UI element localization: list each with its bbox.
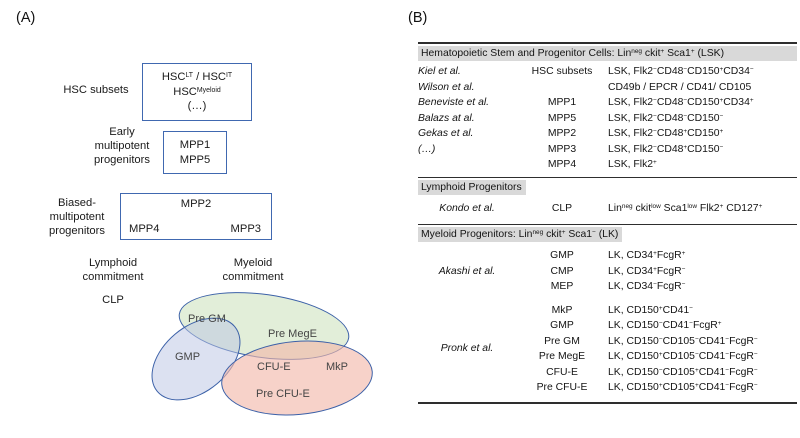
cell-type: Pre GM: [544, 335, 580, 347]
marker-phenotype: LSK, Flk2−CD48+CD150−: [608, 143, 724, 155]
group-pronk: Pronk et al. MkP LK, CD150+CD41− GMP LK,…: [418, 295, 797, 402]
myeloid-commitment-label: Myeloid commitment: [222, 257, 284, 283]
table-row: MPP3 LSK, Flk2−CD48+CD150−: [516, 142, 797, 158]
cell-type: CLP: [551, 202, 573, 214]
table-row: Pre GM LK, CD150−CD105−CD41−FcgR−: [516, 334, 797, 350]
marker-phenotype: LSK, Flk2−CD48−CD150−: [608, 112, 724, 124]
cell-type: MPP3: [547, 143, 577, 155]
marker-phenotype: LK, CD150+CD105+CD41−FcgR−: [608, 382, 758, 393]
table-row: MkP LK, CD150+CD41−: [516, 303, 797, 319]
clp-label: CLP: [102, 294, 124, 306]
panel-a-diagram: (A) HSC subsets HSCLT / HSCIT HSCMyeloid…: [16, 10, 376, 422]
table-row: MPP1 LSK, Flk2−CD48−CD150+CD34+: [516, 95, 797, 111]
table-bottom-rule: [418, 401, 797, 404]
reference: Akashi et al.: [438, 265, 496, 277]
marker-phenotype: LSK, Flk2+: [608, 159, 657, 170]
marker-phenotype: LSK, Flk2−CD48+CD150+: [608, 128, 724, 139]
section-hspc: Kiel et al. Wilson et al. Beneviste et a…: [418, 61, 797, 173]
marker-phenotype: LK, CD34+FcgR+: [608, 250, 686, 261]
marker-phenotype: LK, CD150−CD41−FcgR+: [608, 320, 722, 331]
early-mpp-box: MPP1 MPP5: [163, 131, 227, 174]
table-row: MPP4 LSK, Flk2+: [516, 157, 797, 173]
cell-type: CFU-E: [546, 366, 578, 378]
mpp4-label: MPP4: [129, 223, 160, 235]
marker-phenotype: LK, CD34+FcgR−: [608, 265, 686, 277]
cell-type: CMP: [550, 265, 574, 277]
section-divider: [418, 224, 797, 225]
cell-type: MPP1: [547, 97, 577, 108]
references-hspc: Kiel et al. Wilson et al. Beneviste et a…: [418, 64, 516, 173]
hsc-box-line2: HSCMyeloid: [173, 85, 221, 98]
table-row: HSC subsets LSK, Flk2−CD48−CD150+CD34− C…: [516, 64, 797, 95]
reference: Balazs at al.: [418, 112, 475, 124]
pre-cfu-e-label: Pre CFU-E: [256, 388, 310, 400]
table-row: GMP LK, CD150−CD41−FcgR+: [516, 318, 797, 334]
mpp2-label: MPP2: [180, 198, 212, 210]
panel-a-label: (A): [16, 10, 36, 26]
table-row: MEP LK, CD34−FcgR−: [516, 279, 797, 295]
table-row: MPP2 LSK, Flk2−CD48+CD150+: [516, 126, 797, 142]
table-row: CMP LK, CD34+FcgR−: [516, 264, 797, 280]
marker-phenotype: LSK, Flk2−CD48−CD150+CD34+: [608, 97, 754, 108]
group-akashi: Akashi et al. GMP LK, CD34+FcgR+ CMP LK,…: [418, 242, 797, 295]
cell-type: Pre MegE: [538, 351, 586, 362]
cell-type: MPP2: [547, 128, 577, 139]
cell-type: GMP: [550, 320, 574, 331]
reference: Wilson et al.: [418, 81, 475, 93]
table-row: CLP Linneg ckitlow Sca1low Flk2+ CD127+: [516, 201, 797, 217]
table-row: CFU-E LK, CD150−CD105+CD41−FcgR−: [516, 365, 797, 381]
lymphoid-commitment-label: Lymphoid commitment: [82, 257, 144, 283]
marker-phenotype: LK, CD150+CD41−: [608, 304, 693, 316]
early-mpp-label: Early multipotent progenitors: [94, 126, 150, 166]
hsc-box-line3: (…): [187, 100, 207, 113]
biased-mpp-box: MPP2 MPP4 MPP3: [120, 193, 272, 240]
section-header-lymphoid: Lymphoid Progenitors: [418, 179, 526, 195]
cell-type: HSC subsets: [531, 66, 593, 77]
section-header-myeloid: Myeloid Progenitors: Linneg ckit+ Sca1− …: [418, 227, 623, 242]
cell-type: Pre CFU-E: [536, 382, 588, 393]
reference: Pronk et al.: [440, 343, 494, 355]
table-row: Pre CFU-E LK, CD150+CD105+CD41−FcgR−: [516, 380, 797, 396]
reference: Beneviste et al.: [418, 97, 490, 108]
reference: Kondo et al.: [439, 202, 495, 214]
rows-akashi: GMP LK, CD34+FcgR+ CMP LK, CD34+FcgR− ME…: [516, 248, 797, 295]
rows-lymphoid: CLP Linneg ckitlow Sca1low Flk2+ CD127+: [516, 201, 797, 217]
pre-mege-label: Pre MegE: [268, 328, 317, 340]
cfu-e-label: CFU-E: [257, 361, 291, 373]
marker-phenotype: Linneg ckitlow Sca1low Flk2+ CD127+: [608, 202, 763, 214]
section-header-hspc: Hematopoietic Stem and Progenitor Cells:…: [418, 46, 797, 61]
marker-phenotype: LK, CD150−CD105+CD41−FcgR−: [608, 366, 758, 378]
cell-type: MkP: [551, 304, 573, 316]
cell-type: GMP: [550, 250, 574, 261]
reference: Gekas et al.: [418, 128, 474, 139]
mpp3-label: MPP3: [230, 223, 261, 235]
reference: (…): [418, 143, 436, 155]
table-top-rule: [418, 42, 797, 44]
marker-phenotype: LSK, Flk2−CD48−CD150+CD34− CD49b / EPCR …: [608, 66, 754, 93]
mkp-label: MkP: [326, 361, 348, 373]
marker-phenotype: LK, CD150−CD105−CD41−FcgR−: [608, 335, 758, 347]
marker-table: Hematopoietic Stem and Progenitor Cells:…: [418, 42, 797, 404]
gmp-label: GMP: [175, 351, 201, 363]
table-row: MPP5 LSK, Flk2−CD48−CD150−: [516, 111, 797, 127]
rows-pronk: MkP LK, CD150+CD41− GMP LK, CD150−CD41−F…: [516, 303, 797, 396]
cell-type: MPP4: [547, 159, 577, 170]
marker-phenotype: LK, CD34−FcgR−: [608, 281, 686, 292]
panel-b-label: (B): [408, 10, 428, 26]
hsc-subsets-label: HSC subsets: [63, 84, 129, 96]
section-divider: [418, 176, 797, 178]
cell-type: MEP: [550, 281, 574, 292]
hsc-subsets-box: HSCLT / HSCIT HSCMyeloid (…): [142, 63, 252, 121]
biased-mpp-label: Biased- multipotent progenitors: [49, 197, 105, 237]
hsc-box-line1: HSCLT / HSCIT: [161, 71, 233, 84]
reference: Kiel et al.: [418, 66, 461, 77]
marker-phenotype: LK, CD150+CD105−CD41−FcgR−: [608, 351, 758, 362]
panel-b-table: (B) Hematopoietic Stem and Progenitor Ce…: [408, 0, 800, 438]
rows-hspc: HSC subsets LSK, Flk2−CD48−CD150+CD34− C…: [516, 64, 797, 173]
cell-type: MPP5: [547, 112, 577, 124]
table-row: GMP LK, CD34+FcgR+: [516, 248, 797, 264]
pre-gm-label: Pre GM: [188, 313, 226, 325]
table-row: Pre MegE LK, CD150+CD105−CD41−FcgR−: [516, 349, 797, 365]
section-lymphoid: Kondo et al. CLP Linneg ckitlow Sca1low …: [418, 195, 797, 225]
